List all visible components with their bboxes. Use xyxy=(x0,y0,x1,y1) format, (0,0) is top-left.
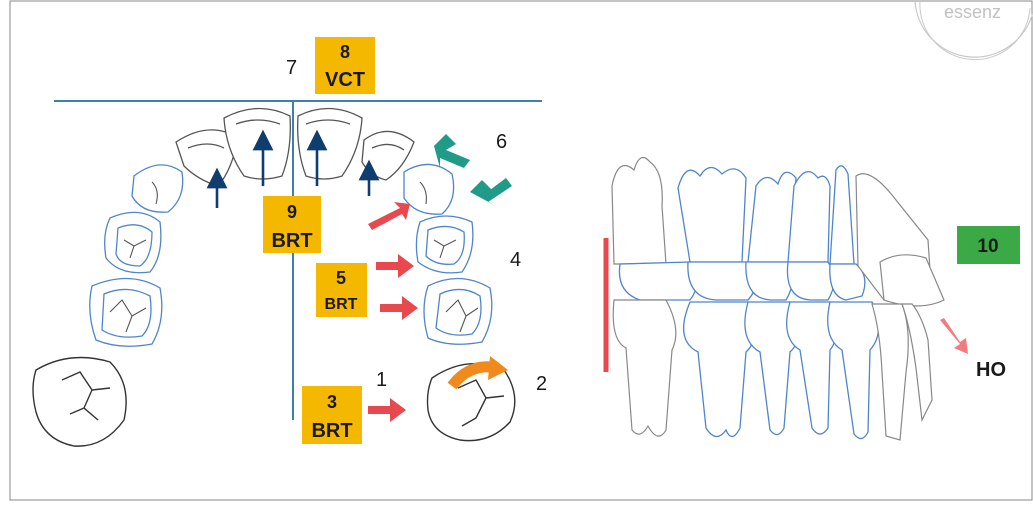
svg-text:3: 3 xyxy=(327,392,337,412)
upper-molar-gray xyxy=(612,158,666,265)
anterior-teeth xyxy=(176,108,414,186)
tag-9-brt: 9 BRT xyxy=(263,196,321,253)
svg-text:BRT: BRT xyxy=(325,296,358,313)
svg-text:5: 5 xyxy=(336,268,346,288)
label-2: 2 xyxy=(536,373,547,395)
label-7: 7 xyxy=(286,57,297,79)
lower-incisors-gray xyxy=(872,304,932,440)
occlusal-arch xyxy=(33,101,542,446)
lower-molar-gray xyxy=(613,300,676,436)
label-4: 4 xyxy=(510,249,521,271)
posterior-teeth-blue xyxy=(90,164,492,346)
label-1: 1 xyxy=(376,369,387,391)
svg-text:9: 9 xyxy=(287,202,297,222)
tag-3-brt: 3 BRT xyxy=(302,386,362,444)
label-ho: HO xyxy=(976,359,1006,381)
label-6: 6 xyxy=(496,131,507,153)
watermark-seal: essenz xyxy=(915,1,1033,60)
tag-5-brt: 5 BRT xyxy=(316,263,367,317)
svg-text:8: 8 xyxy=(340,42,350,62)
svg-text:BRT: BRT xyxy=(311,420,352,442)
lower-teeth-blue xyxy=(684,302,879,439)
pink-arrow xyxy=(940,318,968,354)
svg-text:BRT: BRT xyxy=(271,230,312,252)
tag-10: 10 xyxy=(957,226,1020,264)
watermark-text: essenz xyxy=(944,2,1001,22)
first-molars xyxy=(33,358,515,447)
tag-8-vct: 8 VCT xyxy=(315,37,375,94)
lateral-dentition xyxy=(606,158,944,441)
svg-text:VCT: VCT xyxy=(325,69,365,91)
upper-incisors-gray xyxy=(856,174,944,306)
svg-text:10: 10 xyxy=(977,236,998,257)
